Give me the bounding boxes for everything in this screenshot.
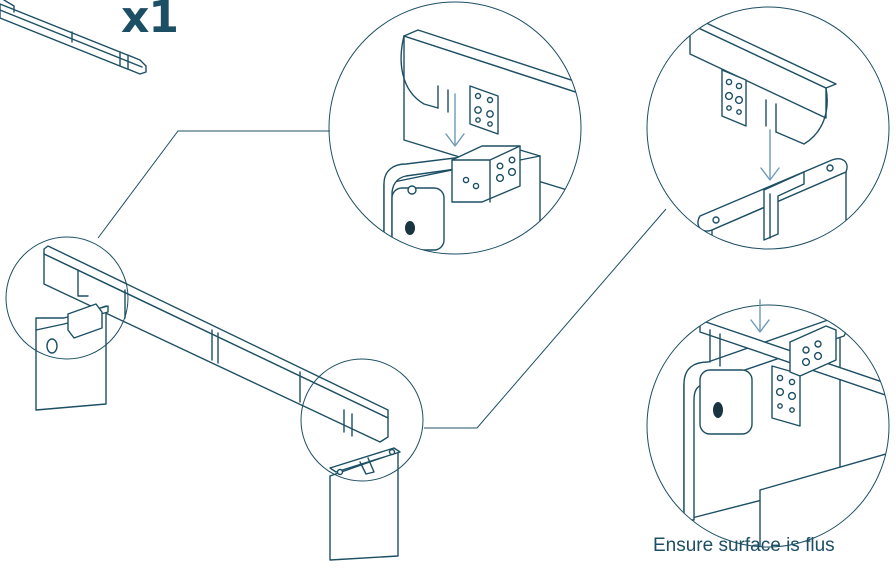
quantity-label: x1 xyxy=(121,0,178,40)
callout-lines xyxy=(98,131,666,428)
detail-circle-bottom-right xyxy=(647,300,896,560)
caption-text: Ensure surface is flus xyxy=(653,536,835,555)
detail-circle-top-right xyxy=(647,7,889,260)
main-assembly xyxy=(36,246,400,560)
detail-circle-top-center xyxy=(329,2,614,260)
down-arrow-icon xyxy=(761,130,779,180)
